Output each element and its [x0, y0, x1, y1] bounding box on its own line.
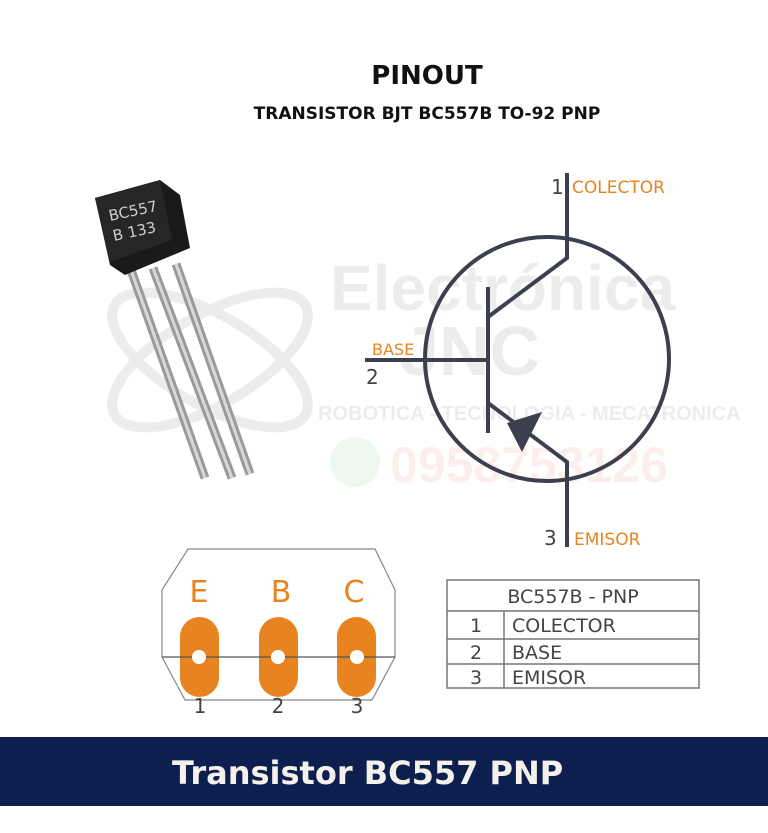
table-pin-1: 1	[470, 615, 482, 637]
collector-lead	[486, 173, 569, 319]
footprint-number-2: 2	[272, 694, 285, 718]
page-title: PINOUT	[371, 61, 483, 91]
emitter-arrow-icon	[507, 412, 542, 452]
collector-label: COLECTOR	[572, 178, 665, 198]
footprint-number-3: 3	[351, 694, 364, 718]
table-name-3: EMISOR	[512, 667, 586, 689]
pin-table	[446, 579, 700, 689]
footprint-letter-c: C	[344, 575, 365, 610]
footprint-number-1: 1	[194, 694, 207, 718]
page-subtitle: TRANSISTOR BJT BC557B TO-92 PNP	[254, 104, 601, 124]
table-pin-2: 2	[470, 642, 482, 664]
base-pin: 2	[366, 365, 379, 389]
table-name-1: COLECTOR	[512, 615, 616, 637]
banner-text: Transistor BC557 PNP	[172, 754, 563, 792]
pnp-symbol	[365, 173, 671, 547]
table-name-2: BASE	[512, 642, 562, 664]
footprint-letter-b: B	[271, 575, 292, 610]
footprint-letter-e: E	[190, 575, 209, 610]
watermark-tagline: ROBOTICA - TECNOLOGIA - MECATRONICA	[318, 403, 741, 425]
collector-pin: 1	[551, 175, 564, 199]
watermark-logo: Electrónica JNC ROBOTICA - TECNOLOGIA - …	[107, 252, 741, 487]
watermark-phone: 0958753126	[390, 437, 668, 493]
table-title: BC557B - PNP	[507, 586, 638, 608]
watermark-brand2: JNC	[400, 312, 540, 390]
emitter-pin: 3	[544, 526, 557, 550]
bottom-banner	[0, 737, 768, 806]
emitter-label: EMISOR	[574, 530, 641, 550]
watermark-brand: Electrónica	[330, 252, 675, 324]
table-pin-3: 3	[470, 667, 482, 689]
transistor-photo: BC557 B 133	[95, 180, 255, 480]
footprint	[161, 548, 396, 701]
base-label: BASE	[372, 340, 414, 359]
